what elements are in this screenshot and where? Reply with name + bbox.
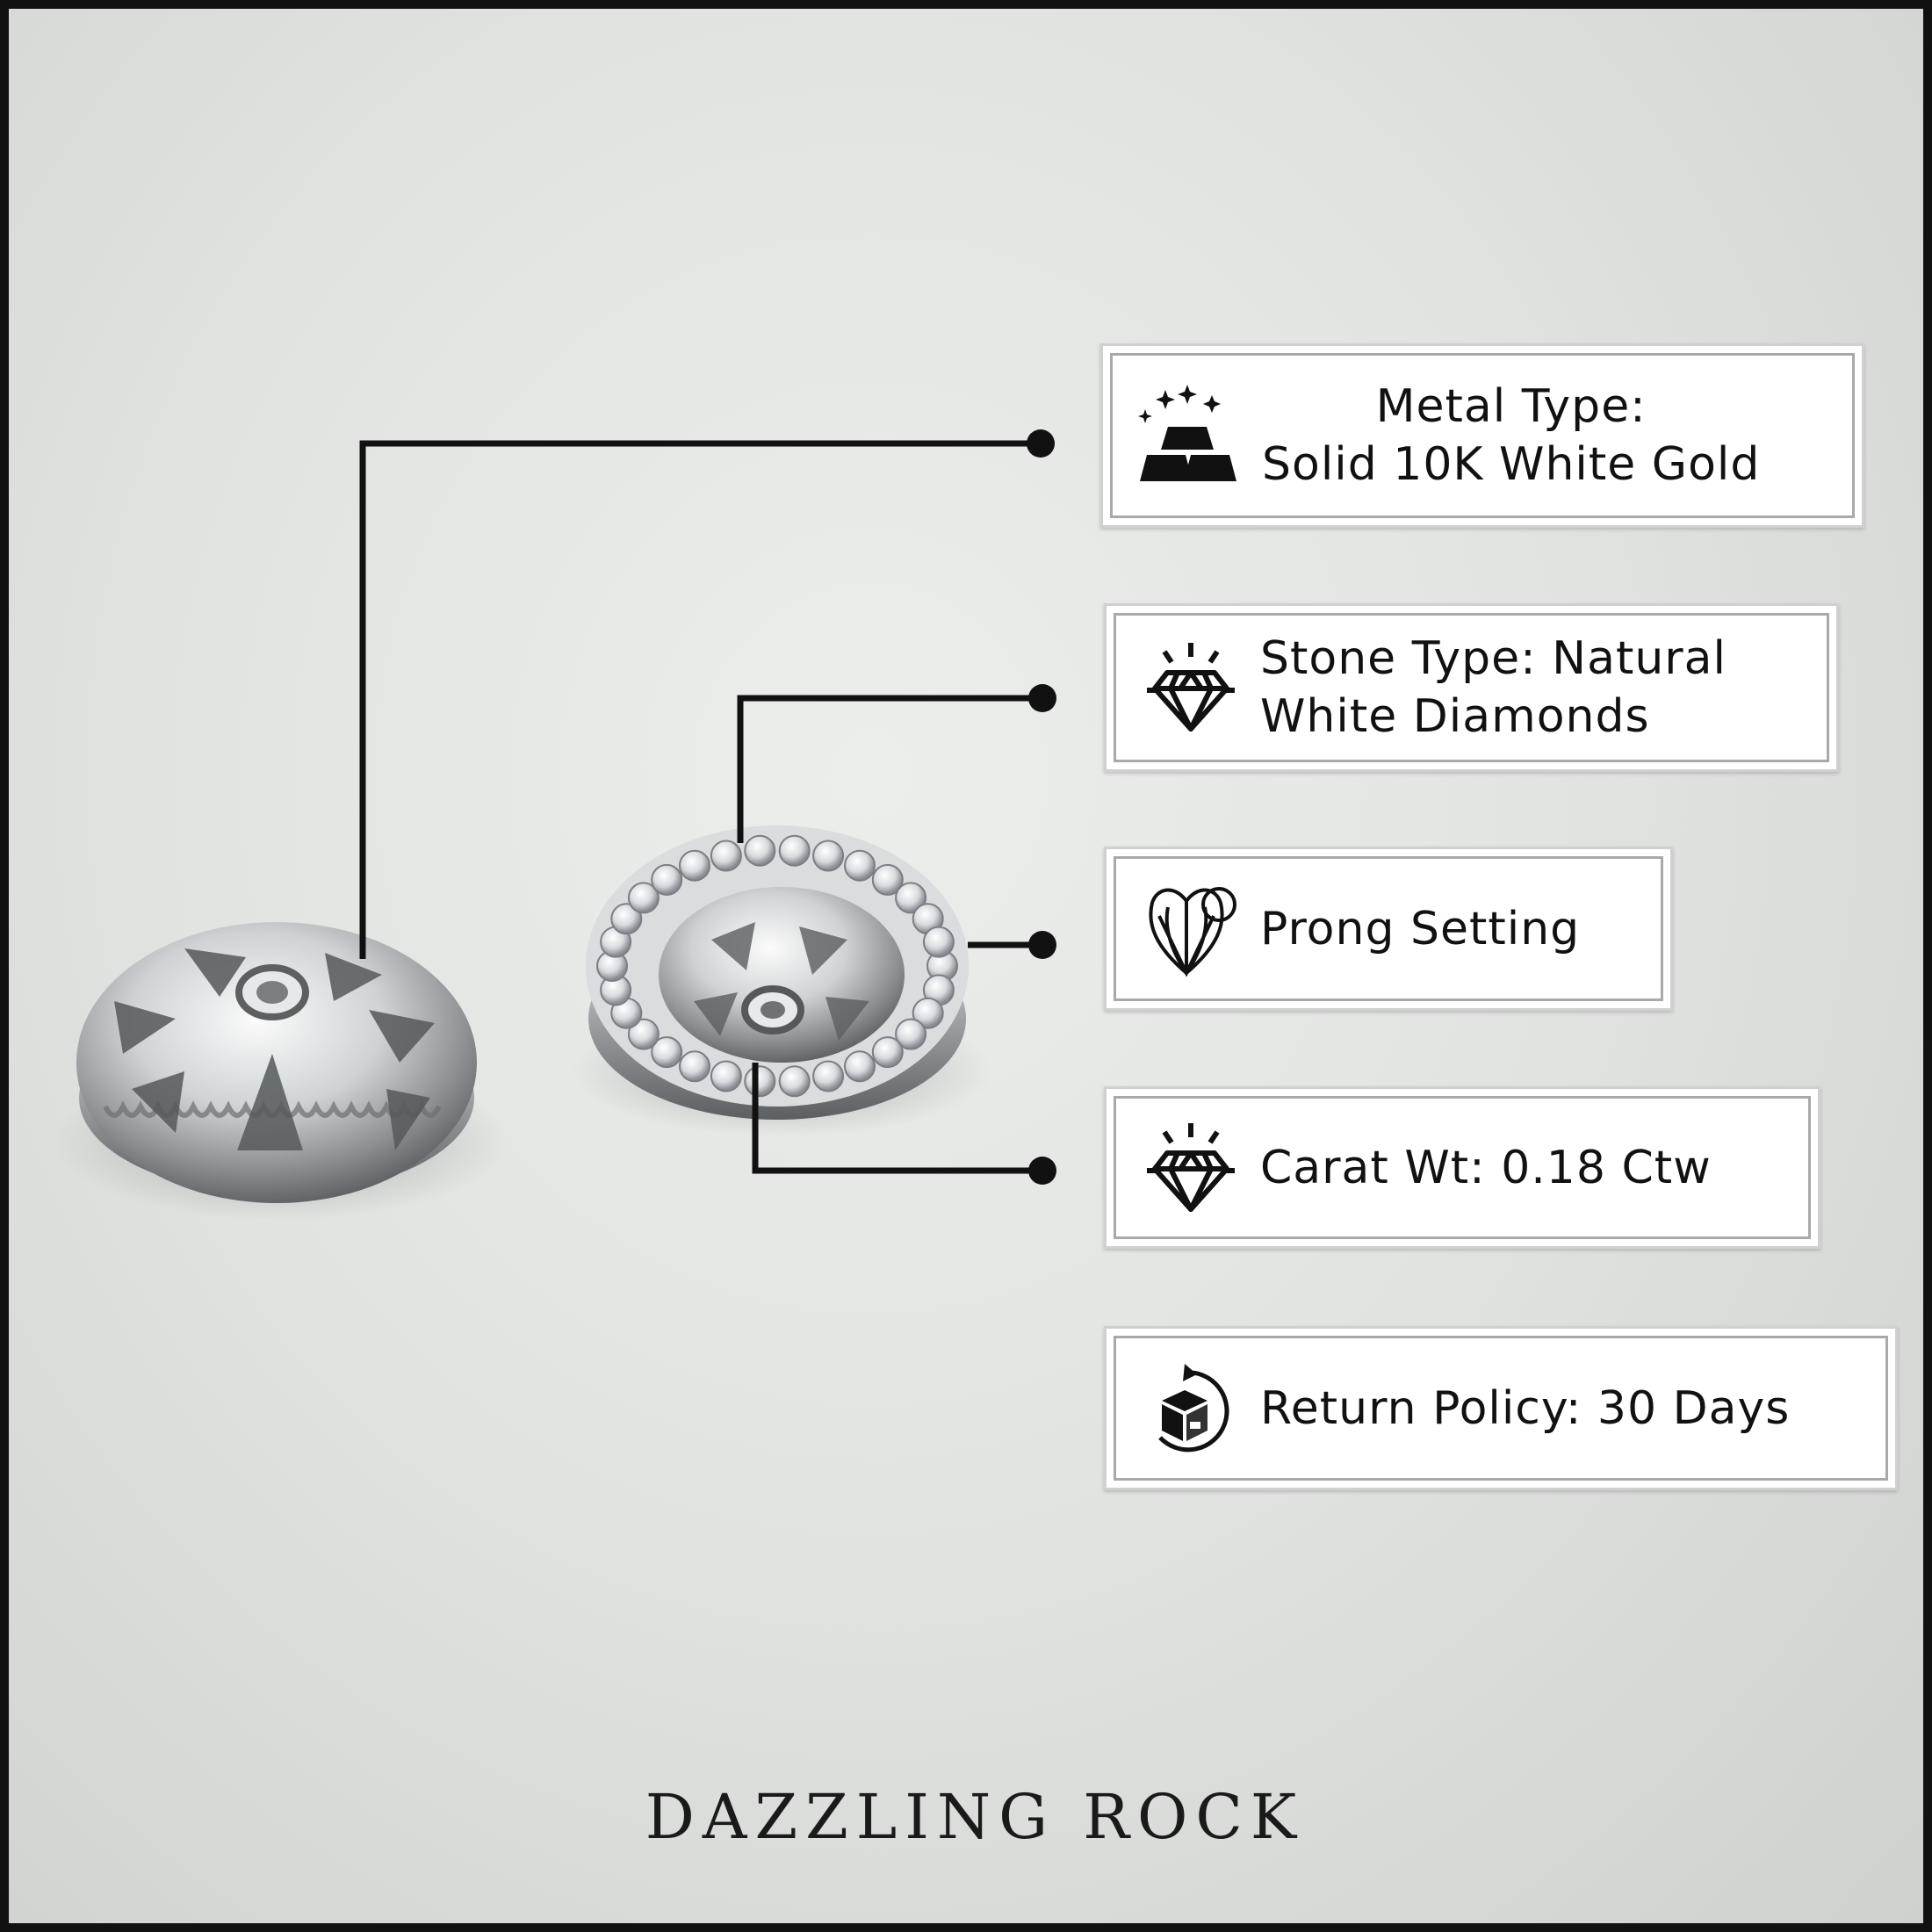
return-policy-text: Return Policy: 30 Days — [1260, 1381, 1791, 1435]
halo-stone — [895, 1018, 927, 1050]
halo-stone — [844, 849, 876, 882]
card-return-policy: Return Policy: 30 Days — [1104, 1326, 1898, 1490]
left-earring-jacket — [53, 922, 509, 1221]
brand-logo-text: DAZZLING ROCK — [645, 1781, 1305, 1853]
halo-stone — [679, 849, 710, 882]
diamond-icon — [1134, 1111, 1248, 1225]
halo-stone — [895, 882, 927, 914]
callout-line-stone — [737, 695, 1042, 843]
carat-weight-text: Carat Wt: 0.18 Ctw — [1260, 1141, 1712, 1194]
halo-stone — [710, 840, 742, 872]
halo-stone — [610, 903, 643, 935]
halo-stone — [912, 997, 944, 1029]
prong-setting-icon — [1134, 872, 1248, 986]
metal-type-label: Metal Type: — [1375, 380, 1647, 433]
card-prong-setting: Prong Setting — [1104, 847, 1673, 1011]
halo-stone — [871, 1036, 904, 1069]
halo-stone — [679, 1050, 710, 1083]
card-stone-type: Stone Type: Natural White Diamonds — [1104, 603, 1839, 772]
halo-stone — [651, 1036, 683, 1069]
halo-stone — [744, 834, 776, 867]
callout-dot-metal — [1027, 429, 1055, 458]
halo-stone — [627, 1018, 660, 1050]
halo-stone — [922, 926, 955, 958]
halo-stone — [744, 1065, 776, 1098]
halo-stone — [627, 882, 660, 914]
halo-stone — [651, 863, 683, 896]
callout-dot-stone — [1028, 684, 1056, 712]
card-metal-type: Metal Type: Solid 10K White Gold — [1100, 343, 1864, 528]
callout-dot-setting — [1028, 931, 1056, 959]
halo-stone — [778, 1065, 811, 1098]
halo-stone — [871, 863, 904, 896]
return-box-icon — [1134, 1352, 1248, 1466]
halo-stone — [778, 834, 811, 867]
diamond-icon — [1134, 631, 1248, 745]
halo-stone — [812, 1060, 845, 1092]
card-carat-weight: Carat Wt: 0.18 Ctw — [1104, 1086, 1820, 1249]
stone-type-line-1: Stone Type: Natural — [1260, 632, 1727, 685]
stone-type-line-2: White Diamonds — [1260, 690, 1650, 743]
callout-line-carat — [752, 1063, 1042, 1174]
gold-bars-icon — [1130, 378, 1244, 493]
callout-line-metal — [359, 440, 1041, 959]
earring-jackets-photo — [53, 429, 1056, 1221]
prong-setting-text: Prong Setting — [1260, 902, 1581, 955]
halo-stone — [844, 1050, 876, 1083]
callout-lines — [359, 440, 1042, 1174]
right-earring-jacket — [571, 825, 992, 1137]
halo-stone — [710, 1060, 742, 1092]
callout-dot-carat — [1028, 1157, 1056, 1185]
metal-type-value: Solid 10K White Gold — [1262, 438, 1761, 491]
halo-stone — [812, 840, 845, 872]
